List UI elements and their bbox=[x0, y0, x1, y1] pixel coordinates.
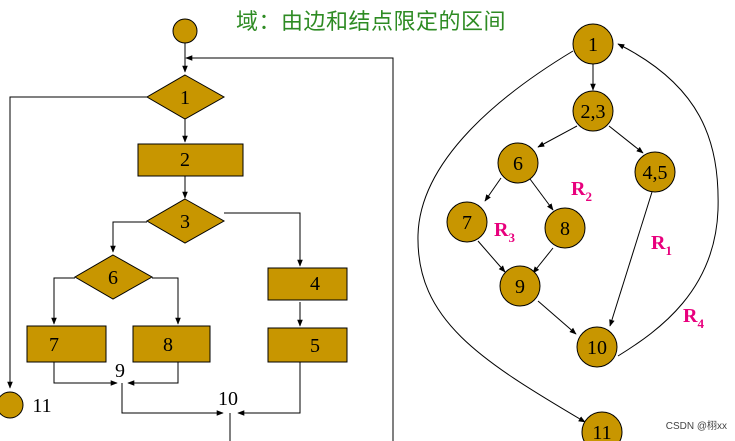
process-node-5 bbox=[267, 327, 348, 363]
fg-edge-9-to-10 bbox=[537, 300, 577, 335]
exit-label-11: 11 bbox=[32, 395, 51, 417]
fg-edge-6-to-8 bbox=[529, 178, 554, 211]
process-node-4 bbox=[267, 267, 348, 301]
decision-node-1 bbox=[146, 74, 226, 120]
fg-label-7: 7 bbox=[462, 212, 472, 234]
fg-edge-1-to-11 bbox=[417, 50, 586, 423]
fg-label-10: 10 bbox=[587, 337, 607, 359]
decision-node-3 bbox=[146, 198, 226, 244]
process-label-7: 7 bbox=[49, 334, 59, 356]
fg-node-7 bbox=[446, 201, 488, 243]
edge-d6-to-p8 bbox=[152, 277, 181, 325]
fg-edge-6-to-7 bbox=[484, 177, 502, 202]
process-label-8: 8 bbox=[163, 334, 173, 356]
fg-node-10 bbox=[576, 326, 618, 368]
process-node-7 bbox=[26, 325, 107, 363]
region-label-r2: R2 bbox=[571, 178, 592, 204]
edge-j9-to-j10 bbox=[121, 383, 224, 416]
start-node bbox=[172, 18, 198, 44]
edge-p8-to-j9 bbox=[127, 362, 179, 386]
flow-graph bbox=[417, 23, 719, 441]
fg-label-1: 1 bbox=[588, 34, 598, 56]
region-label-r4: R4 bbox=[683, 305, 704, 331]
fg-node-6 bbox=[497, 142, 539, 184]
fg-edge-10-to-1 bbox=[617, 43, 719, 357]
edge-p7-to-j9 bbox=[53, 362, 118, 386]
process-label-4: 4 bbox=[310, 273, 320, 295]
region-label-r1: R1 bbox=[651, 232, 672, 258]
edge-p5-to-j10 bbox=[237, 362, 301, 416]
fg-label-11: 11 bbox=[592, 422, 611, 441]
fg-edge-8-to-9 bbox=[532, 247, 554, 274]
edge-d6-to-p7 bbox=[51, 277, 75, 325]
edge-d1-to-exit bbox=[7, 96, 147, 389]
fg-node-11 bbox=[581, 411, 623, 441]
fg-edge-7-to-9 bbox=[477, 240, 506, 273]
fg-label-2-3: 2,3 bbox=[581, 101, 606, 123]
fg-node-4-5 bbox=[634, 151, 676, 193]
junction-label-10: 10 bbox=[218, 388, 238, 410]
watermark: CSDN @栩xx bbox=[665, 421, 727, 432]
edge-d3-to-p4 bbox=[224, 212, 303, 267]
junction-label-9: 9 bbox=[115, 360, 125, 382]
process-label-5: 5 bbox=[310, 335, 320, 357]
process-node-2 bbox=[137, 143, 244, 177]
fg-edge-23-to-45 bbox=[608, 125, 644, 154]
fg-label-4-5: 4,5 bbox=[643, 162, 668, 184]
fg-node-1 bbox=[572, 23, 614, 65]
decision-label-3: 3 bbox=[180, 211, 190, 233]
exit-node bbox=[0, 391, 24, 419]
fg-edge-45-to-10 bbox=[609, 191, 653, 327]
fg-node-9 bbox=[499, 265, 541, 307]
decision-node-6 bbox=[74, 254, 154, 300]
fg-node-2-3 bbox=[572, 90, 614, 132]
flowchart bbox=[0, 18, 394, 441]
fg-node-8 bbox=[544, 207, 586, 249]
decision-label-6: 6 bbox=[108, 267, 118, 289]
region-label-r3: R3 bbox=[494, 219, 515, 245]
page-title: 域：由边和结点限定的区间 bbox=[236, 10, 507, 35]
fg-label-8: 8 bbox=[560, 218, 570, 240]
edge-d3-to-d6 bbox=[110, 221, 147, 253]
process-label-2: 2 bbox=[180, 149, 190, 171]
process-node-8 bbox=[132, 325, 211, 363]
edge-loop-back bbox=[185, 55, 394, 441]
fg-label-9: 9 bbox=[515, 276, 525, 298]
fg-edge-23-to-6 bbox=[537, 125, 578, 148]
decision-label-1: 1 bbox=[180, 87, 190, 109]
fg-label-6: 6 bbox=[513, 153, 523, 175]
